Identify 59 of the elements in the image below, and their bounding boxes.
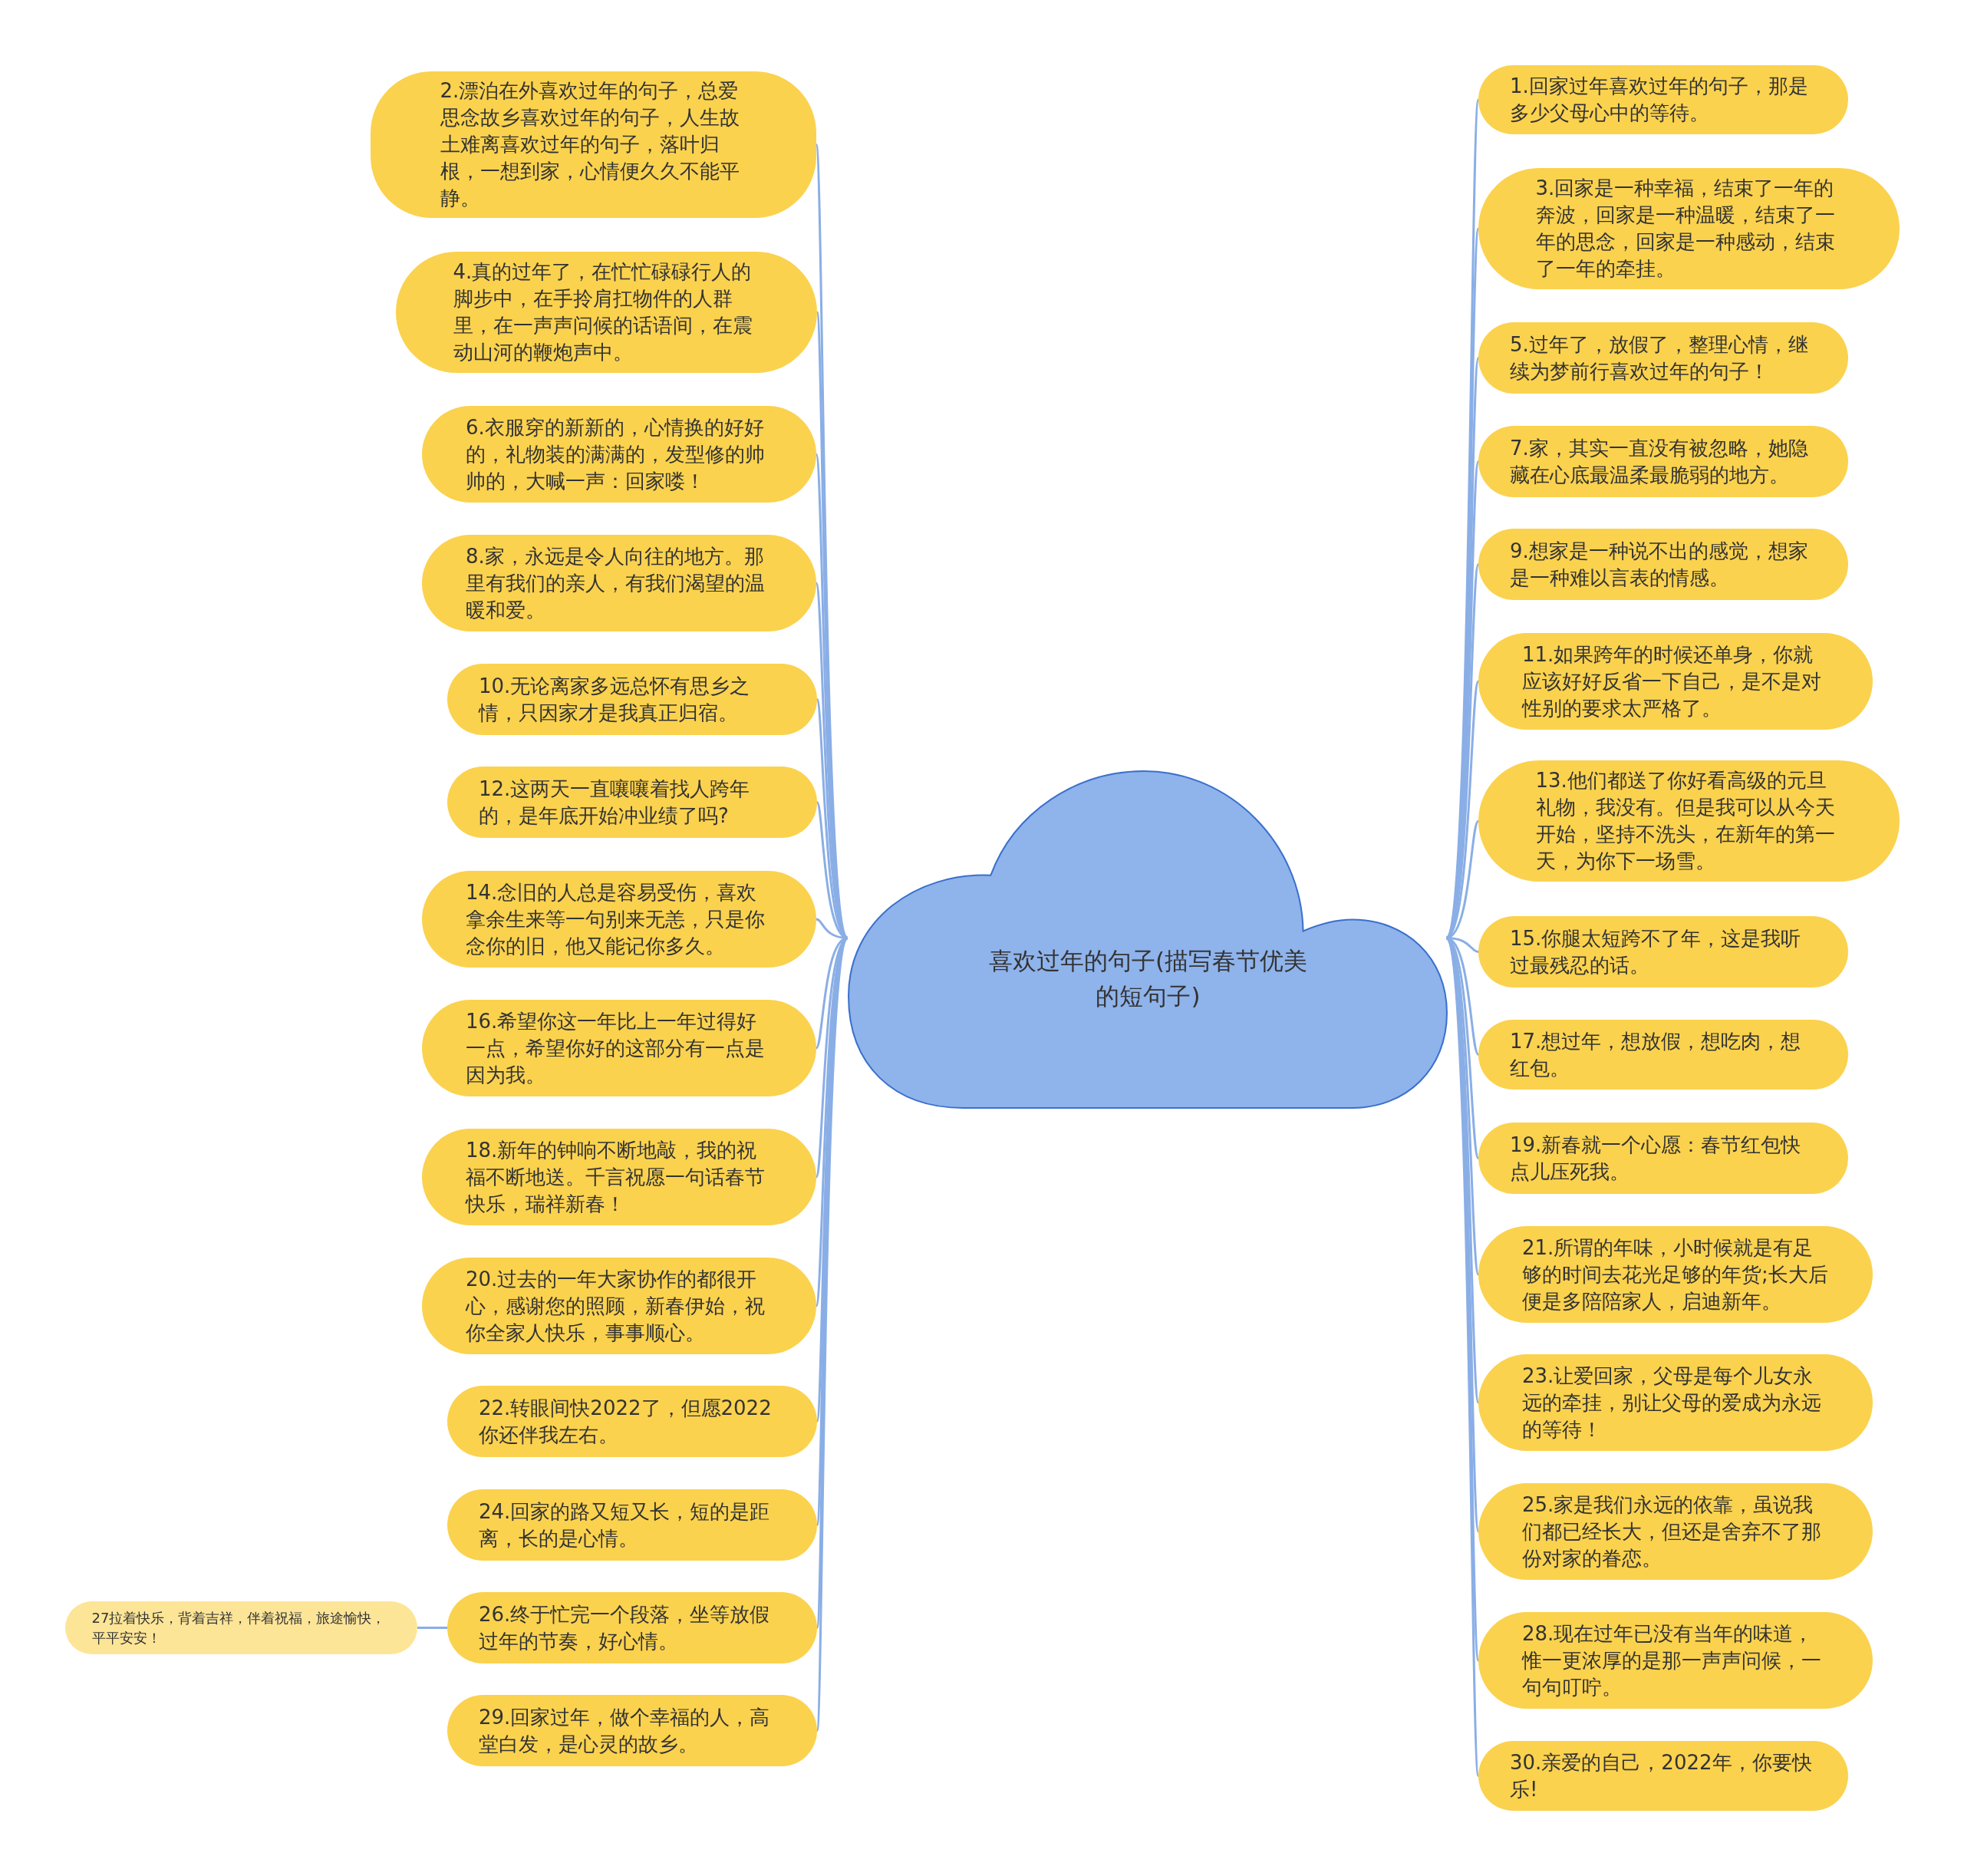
sentence-bubble <box>1478 65 1848 134</box>
sentence-bubble <box>447 664 817 735</box>
sentence-bubble <box>422 535 816 631</box>
sentence-text: 10.无论离家多远总怀有思乡之情，只因家才是我真正归宿。 <box>479 673 751 726</box>
sentence-bubble <box>1478 1226 1873 1323</box>
sentence-text: 21.所谓的年味，小时候就是有足够的时间去花光足够的年货;长大后便是多陪陪家人，启迪新年。 <box>1522 1235 1829 1314</box>
connector-line <box>815 453 849 939</box>
sentence-bubble <box>1478 1612 1873 1709</box>
sentence-text: 24.回家的路又短又长，短的是距离，长的是心情。 <box>479 1498 771 1551</box>
sentence-text: 4.真的过年了，在忙忙碌碌行人的脚步中，在手拎肩扛物件的人群里，在一声声问候的话语间，在震动山河的鞭炮声中。 <box>453 259 753 365</box>
sentence-text: 7.家，其实一直没有被忽略，她隐藏在心底最温柔最脆弱的地方。 <box>1510 435 1809 488</box>
sentence-text: 15.你腿太短跨不了年，这是我听过最残忍的话。 <box>1510 925 1802 978</box>
sentence-bubble <box>1478 1483 1873 1580</box>
sentence-text: 26.终于忙完一个段落，坐等放假过年的节奏，好心情。 <box>479 1601 771 1654</box>
sentence-text: 1.回家过年喜欢过年的句子，那是多少父母心中的等待。 <box>1510 74 1809 126</box>
sentence-text: 13.他们都送了你好看高级的元旦礼物，我没有。但是我可以从今天开始，坚持不洗头，在新年的第一天，为你下一场雪。 <box>1535 768 1836 874</box>
sentence-text: 20.过去的一年大家协作的都很开心，感谢您的照顾，新春伊始，祝你全家人快乐，事事顺心。 <box>466 1266 766 1346</box>
sentence-bubble <box>371 71 816 218</box>
central-topic: 喜欢过年的句子(描写春节优美的短句子) <box>987 946 1309 1011</box>
sentence-bubble <box>1478 322 1848 394</box>
sentence-bubble <box>1478 633 1873 730</box>
sentence-bubble <box>447 1489 817 1561</box>
connector-line <box>417 1627 447 1629</box>
sentence-bubble <box>422 1258 816 1354</box>
sentence-text: 8.家，永远是令人向往的地方。那里有我们的亲人，有我们渴望的温暖和爱。 <box>466 543 766 623</box>
sentence-text: 12.这两天一直嚷嚷着找人跨年的，是年底开始冲业绩了吗? <box>479 776 751 829</box>
sentence-text: 25.家是我们永远的依靠，虽说我们都已经长大，但还是舍弃不了那份对家的眷恋。 <box>1522 1492 1822 1571</box>
sentence-bubble <box>447 1592 817 1663</box>
sentence-text: 9.想家是一种说不出的感觉，想家是一种难以言表的情感。 <box>1510 538 1809 591</box>
sentence-text: 19.新春就一个心愿：春节红包快点儿压死我。 <box>1510 1132 1802 1185</box>
sentence-text: 23.让爱回家，父母是每个儿女永远的牵挂，别让父母的爱成为永远的等待！ <box>1522 1363 1822 1442</box>
sentence-text: 18.新年的钟响不断地敲，我的祝福不断地送。千言祝愿一句话春节快乐，瑞祥新春！ <box>466 1137 766 1217</box>
sentence-text: 2.漂泊在外喜欢过年的句子，总爱思念故乡喜欢过年的句子，人生故土难离喜欢过年的句子，落叶归根，一想到家，心情便久久不能平静。 <box>440 78 740 211</box>
sentence-text: 14.念旧的人总是容易受伤，喜欢拿余生来等一句别来无恙，只是你念你的旧，他又能记你多久。 <box>466 879 766 959</box>
sentence-bubble <box>422 1129 816 1225</box>
sentence-bubble <box>1478 426 1848 497</box>
sentence-text: 17.想过年，想放假，想吃肉，想红包。 <box>1510 1028 1802 1081</box>
sentence-bubble <box>447 1386 817 1457</box>
sentence-text: 22.转眼间快2022了，但愿2022你还伴我左右。 <box>479 1395 773 1448</box>
sentence-text: 29.回家过年，做个幸福的人，高堂白发，是心灵的故乡。 <box>479 1704 771 1757</box>
sentence-bubble <box>422 406 816 503</box>
sentence-bubble <box>1478 1354 1873 1451</box>
sentence-text: 6.衣服穿的新新的，心情换的好好的，礼物装的满满的，发型修的帅帅的，大喊一声：回家喽！ <box>466 414 766 494</box>
sentence-bubble <box>1478 529 1848 600</box>
sentence-text: 11.如果跨年的时候还单身，你就应该好好反省一下自己，是不是对性别的要求太严格了。 <box>1522 641 1822 721</box>
sentence-text: 30.亲爱的自己，2022年，你要快乐! <box>1510 1749 1813 1802</box>
sentence-bubble <box>447 1695 817 1766</box>
sentence-bubble <box>1478 1741 1848 1811</box>
sentence-bubble <box>396 252 817 373</box>
sentence-bubble <box>447 767 817 838</box>
sentence-text: 28.现在过年已没有当年的味道，惟一更浓厚的是那一声声问候，一句句叮咛。 <box>1522 1620 1822 1700</box>
sentence-text: 5.过年了，放假了，整理心情，继续为梦前行喜欢过年的句子！ <box>1510 331 1809 384</box>
sentence-text: 27拉着快乐，背着吉祥，伴着祝福，旅途愉快，平平安安！ <box>91 1608 387 1647</box>
connector-line <box>1445 937 1480 1403</box>
connector-line <box>815 937 849 1307</box>
sentence-text: 3.回家是一种幸福，结束了一年的奔波，回家是一种温暖，结束了一年的思念，回家是一种感动，结束了一年的牵挂。 <box>1535 176 1836 282</box>
sentence-text: 16.希望你这一年比上一年过得好一点，希望你好的这部分有一点是因为我。 <box>466 1008 766 1088</box>
sentence-bubble <box>1478 168 1900 289</box>
sentence-bubble <box>1478 1123 1848 1194</box>
